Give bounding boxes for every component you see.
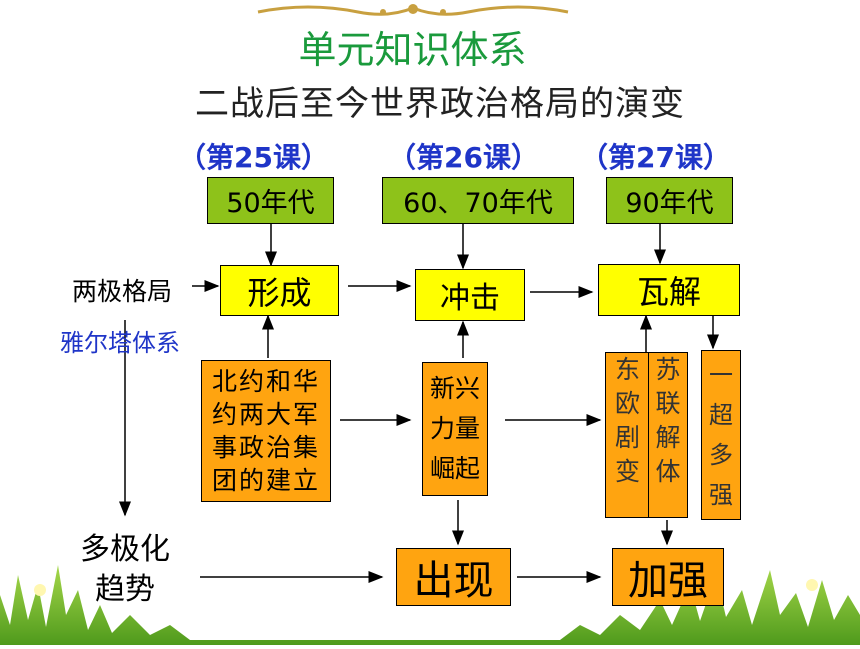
grass-decoration <box>0 555 860 645</box>
result-label: 出现 <box>413 558 494 604</box>
cause-box-new-forces: 新兴力量崛起 <box>422 362 488 496</box>
stage-label: 瓦解 <box>636 273 701 311</box>
stage-label: 形成 <box>247 273 312 312</box>
page-subtitle: 二战后至今世界政治格局的演变 <box>195 84 685 124</box>
cause-box-east-europe: 东欧剧变 <box>605 352 650 518</box>
lesson-label-26: （第26课） <box>388 141 539 174</box>
page-title: 单元知识体系 <box>298 28 527 72</box>
stage-box-collapse: 瓦解 <box>598 264 740 316</box>
label-multipolar-trend: 多极化 趋势 <box>80 532 170 607</box>
stage-box-formation: 形成 <box>220 265 339 316</box>
result-box-appear: 出现 <box>396 548 511 606</box>
lesson-label-27: （第27课） <box>580 141 731 174</box>
cause-box-one-super: 一超多强 <box>701 350 741 520</box>
label-yalta-system: 雅尔塔体系 <box>60 329 180 357</box>
period-box-60-70s: 60、70年代 <box>382 177 574 224</box>
stage-box-impact: 冲击 <box>415 269 525 321</box>
stage-label: 冲击 <box>440 281 500 316</box>
period-label: 50年代 <box>226 188 315 219</box>
ornament-banner <box>248 0 578 22</box>
result-box-strengthen: 加强 <box>612 548 724 606</box>
cause-box-soviet-collapse: 苏联解体 <box>648 352 688 518</box>
period-box-50s: 50年代 <box>207 177 334 224</box>
period-box-90s: 90年代 <box>606 177 733 224</box>
result-label: 加强 <box>628 558 708 604</box>
ornament-icon <box>257 4 569 16</box>
period-label: 60、70年代 <box>403 188 553 219</box>
grass-icon <box>0 565 860 645</box>
period-label: 90年代 <box>625 188 714 219</box>
cause-box-nato-warsaw: 北约和华约两大军事政治集团的建立 <box>201 360 331 502</box>
label-bipolar: 两极格局 <box>72 277 173 306</box>
lesson-label-25: （第25课） <box>178 141 329 174</box>
